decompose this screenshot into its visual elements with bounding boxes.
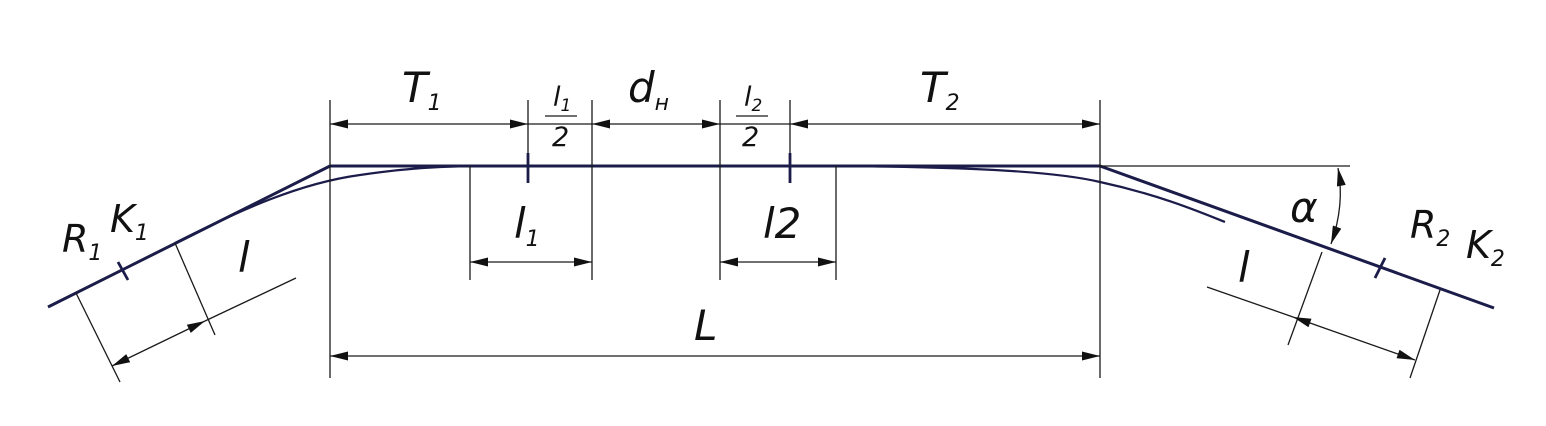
label-T1: T1 [402,63,442,116]
left-k-tick [116,261,130,281]
right-k-tick [1373,257,1387,279]
dim-l-right [1292,316,1416,361]
dim-l-left-line [204,277,297,322]
right-ext-b [1409,289,1441,379]
right-ext-a [1287,251,1323,346]
track-right-tangent [1099,164,1495,310]
label-K2: K2 [1466,223,1505,272]
label-l1-half-numerator: l1 [553,82,571,116]
left-ext-a [75,292,121,383]
dim-l-left [111,320,206,367]
label-l1: l1 [514,199,540,252]
left-ext-b [174,242,216,336]
left-transition-curve [174,164,471,244]
label-dH: dн [628,63,669,116]
dim-l-right-line [1206,286,1294,318]
label-R2: R2 [1410,203,1450,252]
label-l2: l2 [763,199,801,248]
label-alpha: α [1290,183,1318,232]
dim-alpha-arc [1330,167,1346,245]
label-L: L [694,301,717,350]
label-l-right: l [1238,243,1250,292]
label-K1: K1 [110,197,149,246]
label-l-left: l [238,233,250,282]
label-l2-half-denominator: 2 [742,122,759,153]
label-l2-half-numerator: l2 [744,82,762,116]
right-transition-curve [839,164,1226,224]
label-R1: R1 [62,217,102,266]
label-l1-half-denominator: 2 [552,122,569,153]
label-T2: T2 [920,63,960,116]
